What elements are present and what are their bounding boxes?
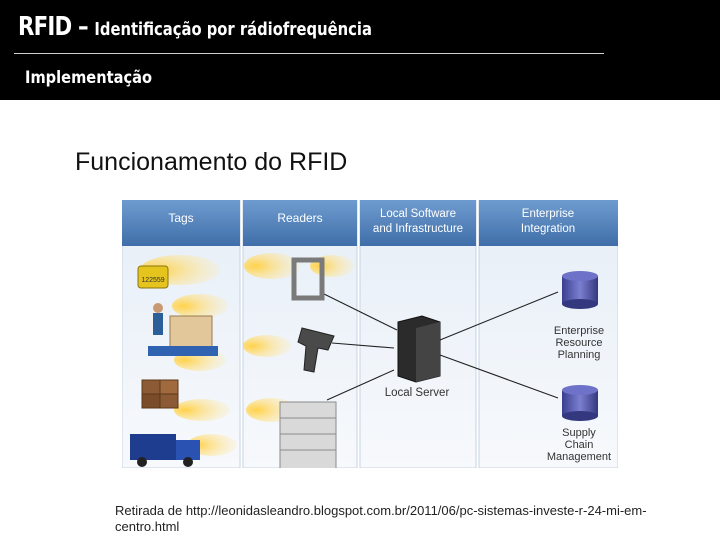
local-server-label: Local Server	[385, 387, 450, 399]
col-label-tags: Tags	[168, 211, 193, 225]
link-reader2-server	[331, 342, 395, 349]
title-rfid: RFID	[18, 12, 72, 42]
box-icon	[141, 393, 161, 409]
image-source-caption: Retirada de http://leonidasleandro.blogs…	[115, 503, 647, 534]
reader-shelving	[279, 401, 337, 468]
col-header-tags	[122, 200, 240, 246]
header-divider	[14, 53, 604, 54]
local-server: Local Server	[385, 315, 450, 399]
erp-label-line3: Planning	[558, 349, 601, 361]
col-header-software	[360, 200, 476, 246]
tag-item-boxes	[141, 379, 179, 409]
truck-wheel-icon	[183, 457, 193, 467]
tag-item-truck	[130, 434, 200, 467]
scm-label-line1: Supply	[562, 427, 596, 439]
erp-label-line2: Resource	[555, 337, 602, 349]
wave-icon	[172, 294, 228, 318]
truck-cab-icon	[176, 440, 200, 460]
worker-head-icon	[153, 303, 163, 313]
reader-handheld	[297, 327, 335, 373]
reader-portal	[291, 257, 325, 301]
scm-system: Supply Chain Management	[547, 385, 611, 463]
erp-system: Enterprise Resource Planning	[554, 271, 604, 361]
link-reader3-server	[326, 369, 395, 401]
slide-title: RFID – Identificação por rádiofrequência	[18, 12, 372, 42]
wave-icon	[244, 253, 300, 279]
wave-icon	[174, 399, 230, 421]
wave-icon	[243, 335, 291, 357]
portal-reader-icon	[291, 257, 325, 301]
title-subtitle: Identificação por rádiofrequência	[94, 19, 372, 40]
pallet-icon	[148, 346, 218, 356]
tag-item-ear-tag: 122559	[137, 265, 169, 289]
link-server-scm	[439, 354, 559, 399]
erp-label-line1: Enterprise	[554, 325, 604, 337]
scm-label-line2: Chain	[565, 439, 594, 451]
scm-label-line3: Management	[547, 451, 611, 463]
col-label-readers: Readers	[277, 211, 322, 225]
tag-id-label: 122559	[141, 277, 164, 284]
col-header-enterprise	[479, 200, 618, 246]
slide-heading: Funcionamento do RFID	[75, 148, 348, 176]
truck-trailer-icon	[130, 434, 176, 460]
box-icon	[141, 379, 161, 395]
link-reader1-server	[321, 292, 398, 331]
link-server-erp	[439, 291, 559, 341]
truck-wheel-icon	[137, 457, 147, 467]
box-icon	[159, 379, 179, 395]
box-icon	[159, 393, 179, 409]
title-dash: –	[71, 12, 95, 42]
col-header-readers	[243, 200, 357, 246]
header-bar: RFID – Identificação por rádiofrequência…	[0, 0, 720, 100]
tag-item-pallet	[148, 303, 218, 356]
shelf-unit-icon	[279, 401, 337, 468]
handheld-reader-icon	[297, 327, 335, 373]
worker-body-icon	[153, 313, 163, 335]
box-stack-icon	[169, 315, 213, 351]
section-label: Implementação	[25, 68, 153, 88]
ear-tag-icon	[137, 265, 169, 289]
